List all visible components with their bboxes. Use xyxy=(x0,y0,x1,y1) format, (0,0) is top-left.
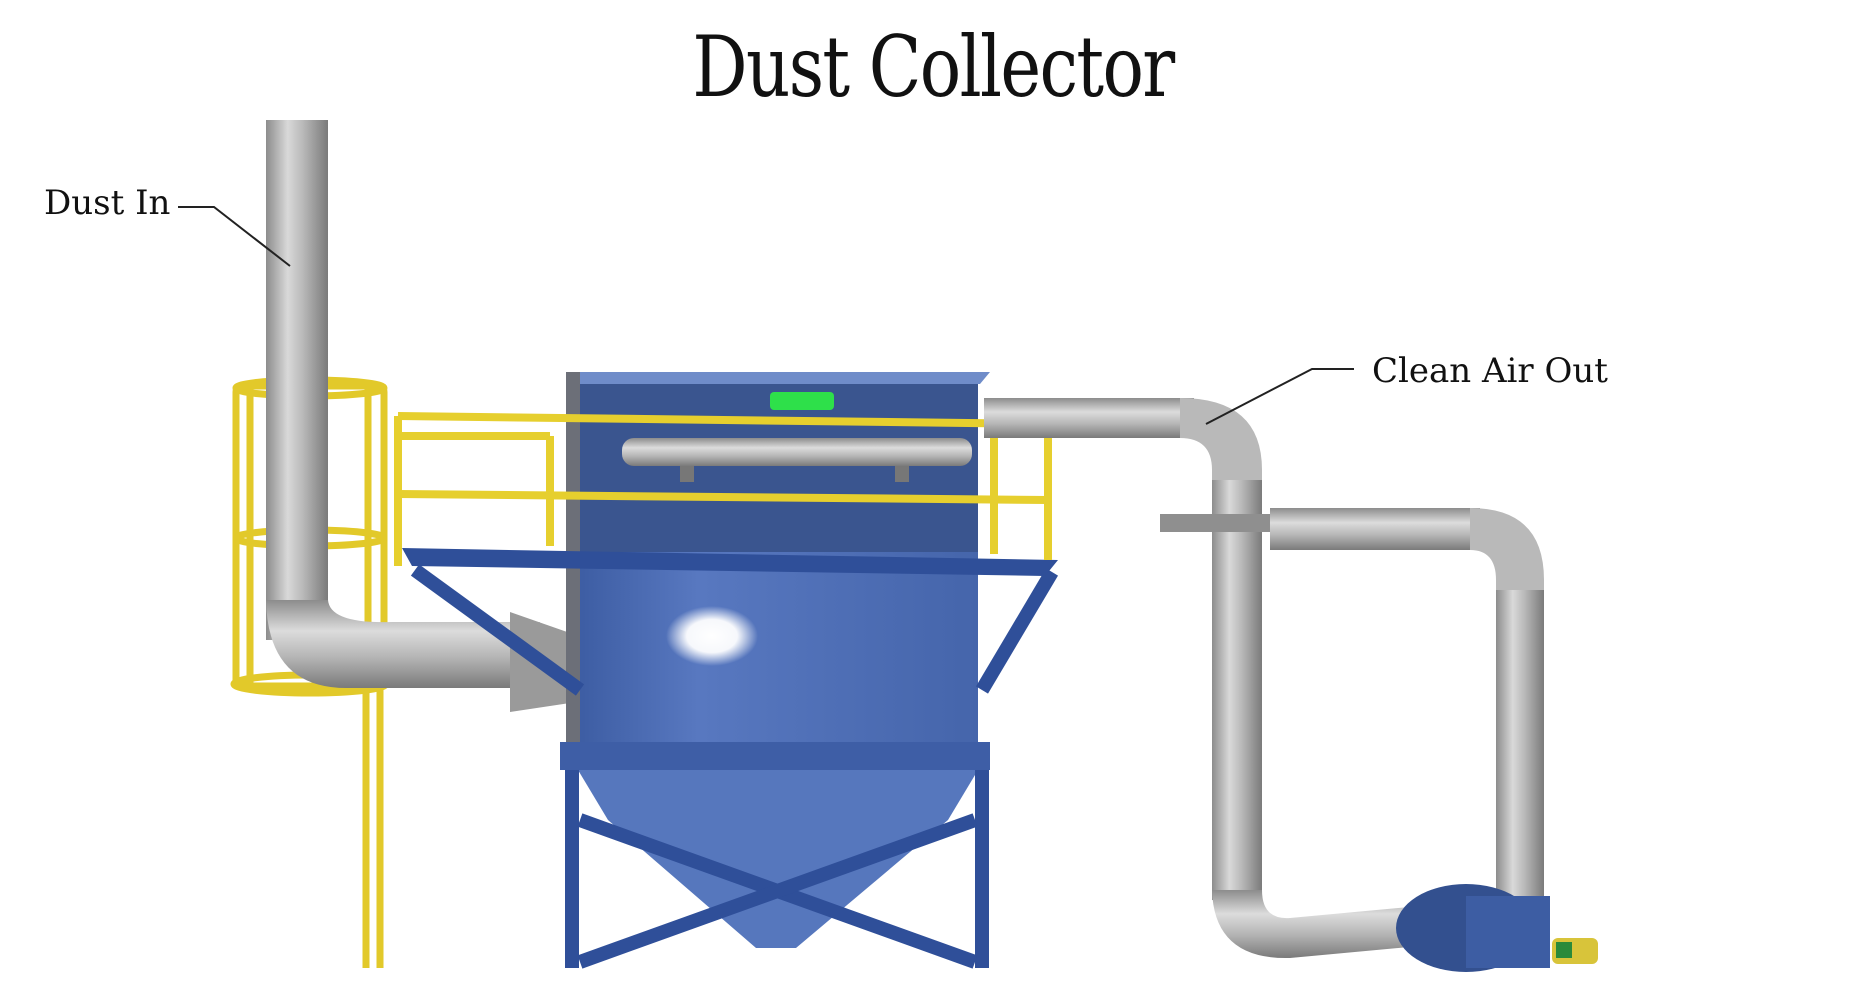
clean-air-out-label: Clean Air Out xyxy=(1372,351,1608,391)
collector-housing xyxy=(560,372,990,948)
callout-leaders xyxy=(178,206,1354,425)
service-platform xyxy=(402,548,1058,576)
dust-in-leader xyxy=(178,206,291,267)
clean-air-out-leader xyxy=(1205,368,1354,425)
status-indicator xyxy=(770,392,834,410)
support-frame xyxy=(410,564,1059,969)
platform-railing xyxy=(394,412,1052,566)
exhaust-fan xyxy=(1396,884,1598,972)
diagram-title: Dust Collector xyxy=(692,18,1175,116)
outlet-duct xyxy=(984,398,1544,959)
inlet-duct xyxy=(266,120,590,712)
pulse-header xyxy=(622,438,972,482)
dust-in-label: Dust In xyxy=(44,183,171,223)
